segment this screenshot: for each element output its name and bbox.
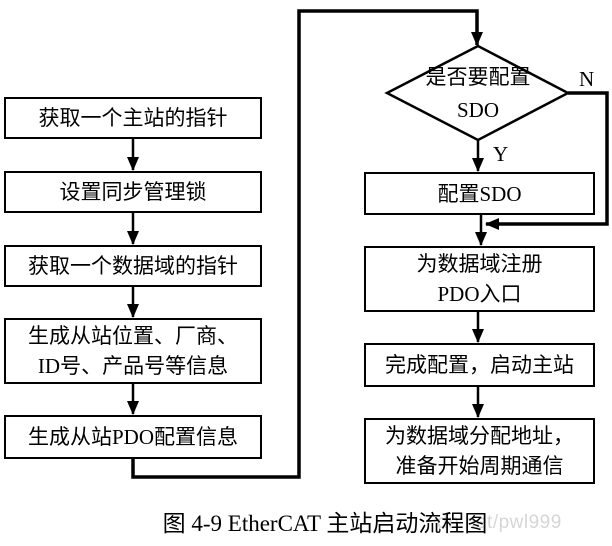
node-label: 获取一个数据域的指针 (28, 254, 238, 278)
node-gen-slave-info: 生成从站位置、厂商、 ID号、产品号等信息 (4, 318, 262, 384)
node-label-line2: 准备开始周期通信 (395, 454, 564, 478)
node-label: 配置SDO (437, 181, 522, 206)
node-label: 生成从站PDO配置信息 (27, 425, 238, 449)
node-gen-pdo-config: 生成从站PDO配置信息 (4, 415, 262, 459)
branch-label-y: Y (493, 142, 509, 166)
connector-no-branch (485, 91, 609, 230)
decision-label-line1: 是否要配置 (425, 65, 531, 89)
decision-label-line2: SDO (456, 98, 499, 122)
branch-label-n: N (579, 67, 595, 91)
node-get-master-pointer: 获取一个主站的指针 (4, 97, 262, 139)
node-label-line1: 为数据域注册 (416, 252, 543, 276)
node-register-pdo: 为数据域注册 PDO入口 (364, 246, 595, 312)
node-assign-address: 为数据域分配地址， 准备开始周期通信 (364, 418, 595, 484)
node-set-sync-lock: 设置同步管理锁 (4, 171, 262, 213)
watermark: dn.net/pwl999 (437, 512, 562, 533)
node-label-line2: PDO入口 (437, 282, 522, 306)
connector-loop-to-decision (131, 9, 483, 479)
node-config-sdo: 配置SDO (364, 172, 595, 215)
node-label-line1: 生成从站位置、厂商、 (28, 324, 238, 348)
node-label: 完成配置，启动主站 (385, 353, 574, 377)
node-label: 设置同步管理锁 (59, 180, 207, 204)
node-label-line1: 为数据域分配地址， (385, 424, 574, 448)
decision-label: 是否要配置 SDO (387, 58, 569, 130)
node-label: 获取一个主站的指针 (38, 106, 228, 130)
node-finish-start-master: 完成配置，启动主站 (364, 343, 595, 387)
node-get-domain-pointer: 获取一个数据域的指针 (4, 245, 262, 287)
node-label-line2: ID号、产品号等信息 (37, 354, 229, 378)
figure-caption: 图 4-9 EtherCAT 主站启动流程图 (162, 511, 488, 536)
